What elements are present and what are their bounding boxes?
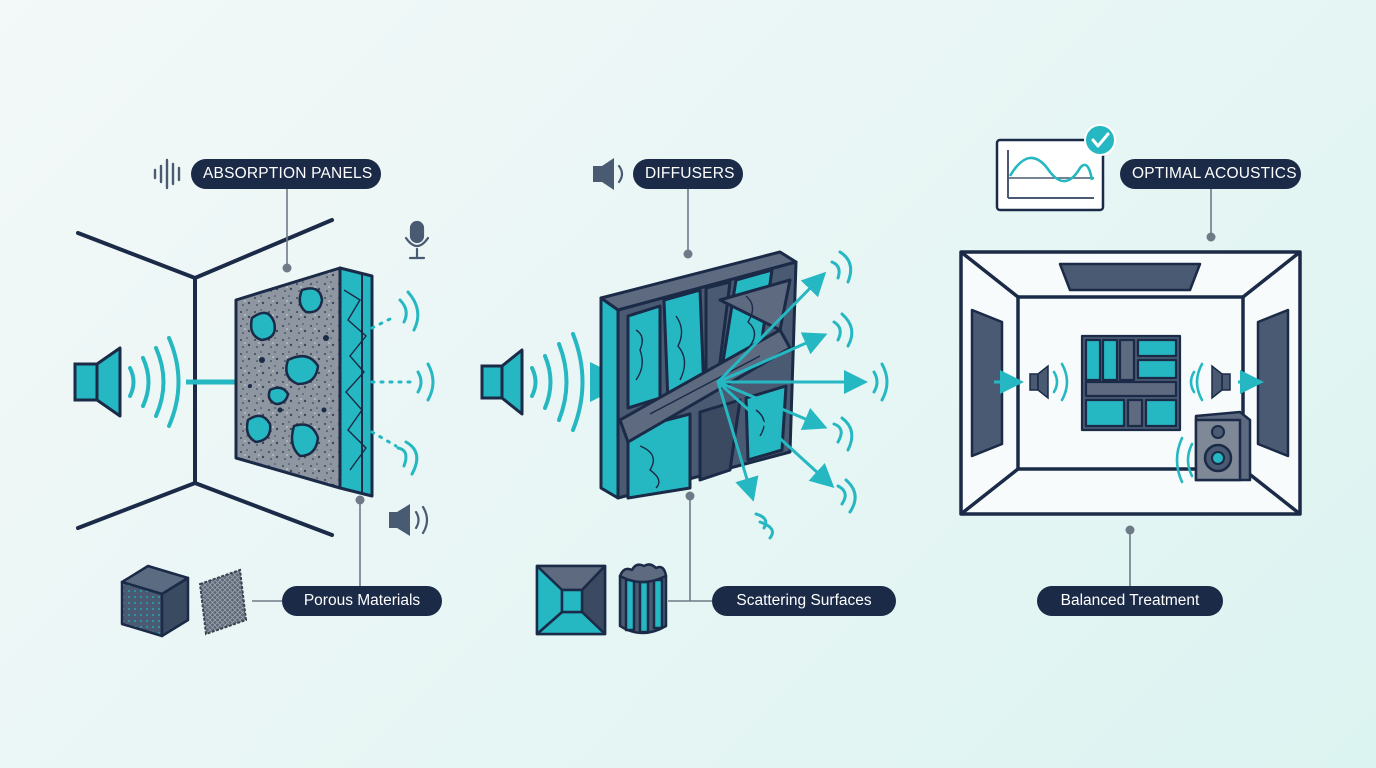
left-wall-absorber: [970, 308, 1004, 458]
scattered-reflections: [716, 250, 889, 540]
diffusers-title: DIFFUSERS: [633, 159, 743, 189]
scattering-surfaces-label: Scattering Surfaces: [712, 586, 896, 616]
absorption-section: [73, 158, 435, 638]
porous-materials-label: Porous Materials: [282, 586, 442, 616]
right-wall-absorber: [1256, 308, 1290, 458]
optimal-section: [959, 124, 1302, 586]
sound-wave-icon: [128, 336, 181, 428]
pyramid-diffuser-icon: [535, 564, 607, 636]
cylinder-diffuser-icon: [618, 563, 668, 635]
speaker-icon: [480, 348, 524, 416]
speaker-icon: [593, 158, 624, 190]
rear-wall-diffuser: [1080, 334, 1182, 432]
studio-monitor-icon: [1175, 410, 1252, 484]
attenuated-reflections: [370, 290, 435, 476]
speaker-icon: [994, 362, 1069, 402]
speaker-icon: [1189, 362, 1264, 402]
microphone-icon: [404, 220, 430, 260]
balanced-treatment-label: Balanced Treatment: [1037, 586, 1223, 616]
speaker-icon: [389, 504, 429, 536]
absorption-panels-title: ABSORPTION PANELS: [191, 159, 381, 189]
frequency-graph-icon: [995, 138, 1105, 212]
waveform-icon: [153, 158, 181, 190]
diffusers-section: [480, 158, 889, 636]
optimal-acoustics-title: OPTIMAL ACOUSTICS: [1120, 159, 1301, 189]
ceiling-cloud-panel: [1058, 262, 1202, 292]
speaker-icon: [73, 346, 122, 418]
fabric-swatch-icon: [198, 568, 248, 636]
sound-wave-icon: [530, 332, 585, 432]
check-badge-icon: [1084, 124, 1116, 156]
diffuser-panel: [599, 250, 798, 500]
absorption-panel: [234, 266, 374, 498]
foam-cube-icon: [120, 564, 190, 638]
